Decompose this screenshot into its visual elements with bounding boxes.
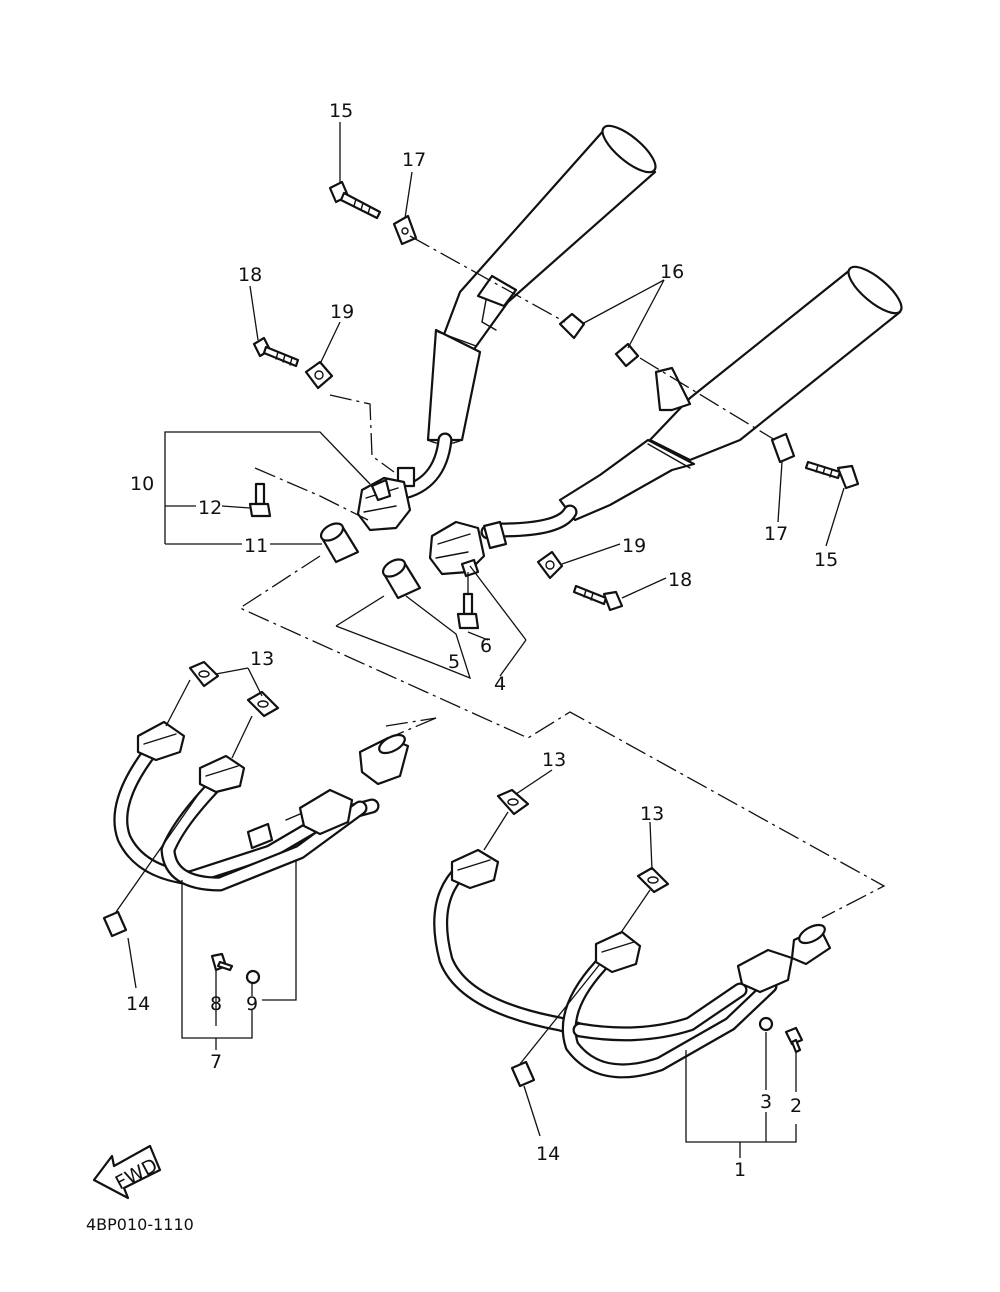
callout-14-right: 14 — [536, 1143, 560, 1165]
callout-4: 4 — [494, 673, 506, 695]
callout-2: 2 — [790, 1095, 802, 1117]
callout-17-right: 17 — [764, 523, 788, 545]
callout-12: 12 — [198, 497, 222, 519]
fwd-arrow: FWD — [92, 1144, 161, 1200]
callout-labels: 15 17 18 19 16 17 15 10 12 11 19 18 6 5 … — [126, 100, 838, 1181]
callout-11: 11 — [244, 535, 268, 557]
callout-10: 10 — [130, 473, 154, 495]
washer-17-right — [770, 432, 796, 464]
gasket-5 — [381, 558, 422, 600]
alignment-lines — [238, 235, 886, 919]
grommet-19-left — [304, 360, 334, 390]
gasket-13-b — [246, 690, 280, 718]
clamp-assy-4 — [428, 520, 486, 578]
drawing-code: 4BP010-1110 — [86, 1215, 194, 1234]
damper-16-a — [558, 312, 586, 340]
exhaust-pipe-7 — [113, 720, 410, 892]
seal-14-left — [102, 910, 128, 938]
callout-16: 16 — [660, 261, 684, 283]
bolt-18-left — [252, 336, 300, 368]
bolt-15-right — [804, 460, 860, 490]
callout-19-right: 19 — [622, 535, 646, 557]
muffler-left — [392, 124, 657, 501]
gasket-13-d — [636, 866, 670, 894]
gasket-13-c — [496, 788, 530, 816]
bolt-6 — [456, 592, 480, 630]
callout-5: 5 — [448, 651, 460, 673]
callout-13-left: 13 — [250, 648, 274, 670]
callout-18-left: 18 — [238, 264, 262, 286]
callout-6: 6 — [480, 635, 492, 657]
seal-14-right — [510, 1060, 536, 1088]
damper-16-b — [614, 342, 640, 368]
callout-19-left: 19 — [330, 301, 354, 323]
callout-14-left: 14 — [126, 993, 150, 1015]
washer-17-top — [392, 214, 418, 246]
callout-7: 7 — [210, 1051, 222, 1073]
callout-18-right: 18 — [668, 569, 692, 591]
callout-3: 3 — [760, 1091, 772, 1113]
gasket-11 — [319, 522, 360, 564]
bolt-8 — [210, 952, 234, 972]
callout-1: 1 — [734, 1159, 746, 1181]
callout-17-top: 17 — [402, 149, 426, 171]
washer-9 — [245, 969, 261, 985]
exhaust-pipe-1 — [433, 848, 832, 1079]
muffler-right — [480, 265, 903, 550]
gasket-13-a — [188, 660, 220, 688]
callout-13-mid: 13 — [542, 749, 566, 771]
callout-8: 8 — [210, 993, 222, 1015]
washer-3 — [758, 1016, 774, 1032]
bolt-12 — [248, 482, 272, 518]
bolt-2 — [784, 1026, 804, 1054]
bolt-18-right — [572, 584, 624, 612]
grommet-19-right — [536, 550, 564, 580]
clamp-assy-10 — [356, 476, 412, 532]
callout-13-right: 13 — [640, 803, 664, 825]
callout-9: 9 — [246, 993, 258, 1015]
leader-lines — [115, 122, 845, 1158]
callout-15-right: 15 — [814, 549, 838, 571]
bolt-15-top — [328, 180, 382, 220]
callout-15-top: 15 — [329, 100, 353, 122]
